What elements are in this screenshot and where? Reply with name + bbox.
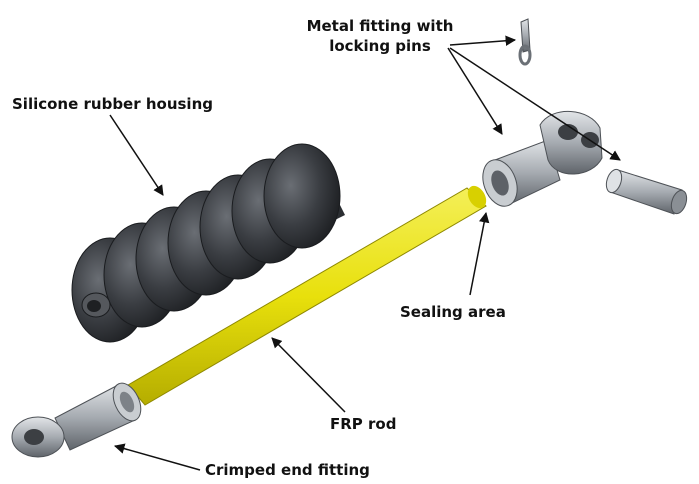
label-silicone-housing: Silicone rubber housing (12, 95, 213, 113)
label-metal-fitting-line1: Metal fitting with (306, 17, 454, 35)
locking-pin-small (518, 18, 532, 66)
label-crimped-end-fitting: Crimped end fitting (205, 461, 370, 479)
label-frp-rod: FRP rod (330, 415, 397, 433)
metal-end-fitting (482, 111, 603, 207)
label-metal-fitting-line2: locking pins (329, 37, 431, 55)
frp-rod (127, 185, 487, 406)
locking-pin-large (605, 168, 688, 215)
label-sealing-area: Sealing area (400, 303, 506, 321)
callout-arrows (109, 35, 621, 471)
label-metal-fitting: Metal fitting with locking pins (300, 16, 460, 56)
silicone-rubber-housing (71, 143, 345, 343)
crimped-end-fitting (11, 382, 142, 458)
